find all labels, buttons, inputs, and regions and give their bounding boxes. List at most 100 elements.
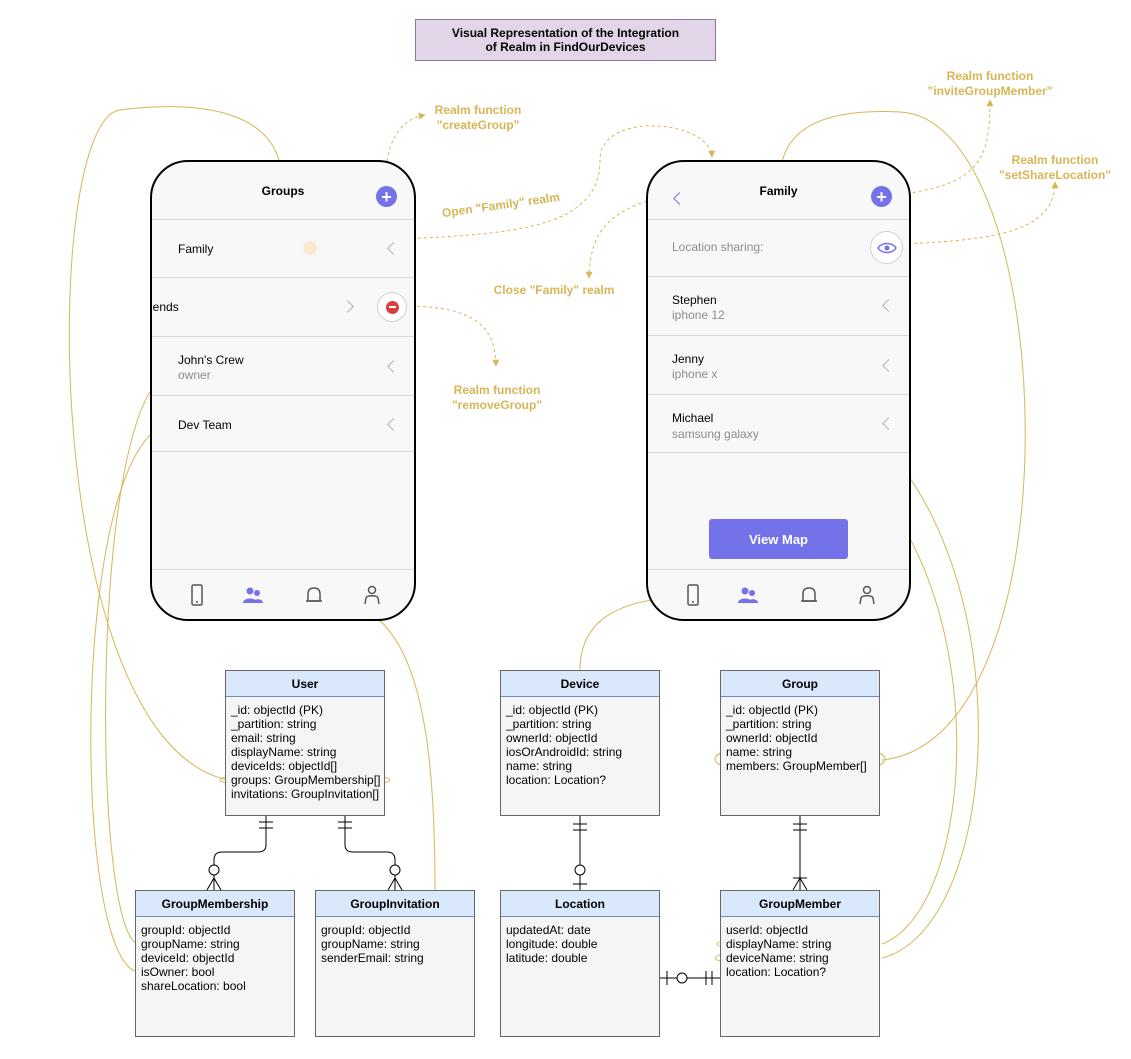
family-header: Family [648, 162, 909, 220]
connector-invite-member [894, 99, 994, 196]
entity-field: updatedAt: date [506, 923, 591, 937]
entity-field: _id: objectId (PK) [726, 703, 819, 717]
entity-fields: _id: objectId (PK) _partition: string ow… [501, 697, 659, 793]
person-icon[interactable] [855, 583, 879, 607]
member-row-jenny[interactable]: Jenny iphone x [648, 336, 909, 395]
share-location-toggle[interactable] [870, 231, 903, 264]
entity-field: senderEmail: string [321, 951, 424, 965]
bell-icon[interactable] [797, 583, 821, 607]
relation-user-groupinvitation [344, 816, 396, 890]
entity-field: longitude: double [506, 937, 598, 951]
entity-field: deviceId: objectId [141, 951, 235, 965]
tap-indicator [303, 241, 317, 255]
entity-field: isOwner: bool [141, 965, 215, 979]
entity-field: _partition: string [231, 717, 317, 731]
entity-field: groupName: string [321, 937, 420, 951]
entity-field: groups: GroupMembership[] [231, 773, 381, 787]
chevron-left-icon [387, 360, 400, 373]
entity-field: _partition: string [726, 717, 812, 731]
person-icon[interactable] [360, 583, 384, 607]
relation-user-groupmembership [213, 816, 267, 890]
entity-field: displayName: string [231, 745, 337, 759]
chevron-left-icon [882, 299, 895, 312]
entity-field: ownerId: objectId [726, 731, 818, 745]
people-icon[interactable] [736, 583, 760, 607]
entity-field: groupId: objectId [141, 923, 231, 937]
entity-group-membership: GroupMembership groupId: objectId groupN… [135, 890, 295, 1037]
groups-phone: Groups + Family iends John's Crew owner … [150, 160, 416, 621]
annotation-open-family: Open "Family" realm [441, 189, 561, 221]
entity-field: groupName: string [141, 937, 240, 951]
member-row-michael[interactable]: Michael samsung galaxy [648, 395, 909, 453]
group-row-role: owner [178, 368, 211, 382]
diagram-title: Visual Representation of the Integration… [415, 19, 716, 61]
entity-field: userId: objectId [726, 923, 809, 937]
entity-field: _id: objectId (PK) [506, 703, 599, 717]
people-icon[interactable] [241, 583, 265, 607]
member-row-stephen[interactable]: Stephen iphone 12 [648, 277, 909, 336]
entity-field: displayName: string [726, 937, 832, 951]
group-row-label: iends [150, 300, 179, 314]
entity-field: deviceIds: objectId[] [231, 759, 338, 773]
groups-title: Groups [261, 183, 305, 198]
chevron-left-icon [882, 417, 895, 430]
entity-group-invitation: GroupInvitation groupId: objectId groupN… [315, 890, 475, 1037]
entity-location: Location updatedAt: date longitude: doub… [500, 890, 660, 1037]
bell-icon[interactable] [302, 583, 326, 607]
entity-field: members: GroupMember[] [726, 759, 867, 773]
entity-title: GroupMember [721, 891, 879, 917]
location-sharing-label: Location sharing: [672, 240, 764, 254]
group-row-dev-team[interactable]: Dev Team [152, 396, 414, 452]
entity-field: invitations: GroupInvitation[] [231, 787, 380, 801]
entity-field: latitude: double [506, 951, 588, 965]
entity-fields: groupId: objectId groupName: string devi… [136, 917, 294, 999]
entity-group-member: GroupMember userId: objectId displayName… [720, 890, 880, 1037]
add-member-button[interactable]: + [871, 186, 892, 207]
chevron-left-icon [882, 359, 895, 372]
member-device: samsung galaxy [672, 427, 759, 441]
group-row-johns-crew[interactable]: John's Crew owner [152, 337, 414, 396]
entity-field: location: Location? [726, 965, 827, 979]
member-name: Michael [672, 411, 714, 425]
add-group-button[interactable]: + [376, 186, 397, 207]
annotation-create-group: Realm function "createGroup" [434, 103, 522, 132]
entity-field: ownerId: objectId [506, 731, 598, 745]
family-title: Family [759, 183, 798, 198]
entity-field: _partition: string [506, 717, 592, 731]
group-row-label: Family [178, 242, 214, 256]
minus-circle-icon [385, 300, 399, 314]
view-map-button[interactable]: View Map [709, 519, 848, 559]
entity-fields: _id: objectId (PK) _partition: string em… [226, 697, 384, 807]
group-row-label: Dev Team [178, 418, 232, 432]
eye-icon [876, 242, 897, 253]
entity-title: Group [721, 671, 879, 697]
entity-field: name: string [726, 745, 793, 759]
entity-user: User _id: objectId (PK) _partition: stri… [225, 670, 385, 816]
entity-field: _id: objectId (PK) [231, 703, 324, 717]
chevron-left-icon [387, 242, 400, 255]
entity-field: location: Location? [506, 773, 607, 787]
entity-device: Device _id: objectId (PK) _partition: st… [500, 670, 660, 816]
entity-field: deviceName: string [726, 951, 829, 965]
entity-fields: userId: objectId displayName: string dev… [721, 917, 879, 985]
entity-title: Device [501, 671, 659, 697]
group-row-friends[interactable]: iends [152, 278, 414, 337]
family-tab-bar [648, 569, 909, 619]
annotation-set-share-location: Realm function "setShareLocation" [998, 153, 1112, 182]
annotation-remove-group: Realm function "removeGroup" [451, 383, 543, 412]
entity-fields: _id: objectId (PK) _partition: string ow… [721, 697, 879, 779]
annotation-invite-member: Realm function "inviteGroupMember" [927, 69, 1053, 98]
connector-remove-group [404, 305, 500, 367]
entity-field: name: string [506, 759, 573, 773]
delete-group-button[interactable] [377, 292, 407, 322]
member-device: iphone x [672, 367, 718, 381]
entity-title: GroupInvitation [316, 891, 474, 917]
connector-share-location [901, 181, 1059, 245]
phone-icon[interactable] [681, 583, 705, 607]
chevron-left-icon [387, 418, 400, 431]
group-row-family[interactable]: Family [152, 221, 414, 278]
phone-icon[interactable] [185, 583, 209, 607]
family-phone: Family + Location sharing: Stephen iphon… [646, 160, 911, 621]
entity-group: Group _id: objectId (PK) _partition: str… [720, 670, 880, 816]
chevron-right-icon [341, 300, 354, 313]
